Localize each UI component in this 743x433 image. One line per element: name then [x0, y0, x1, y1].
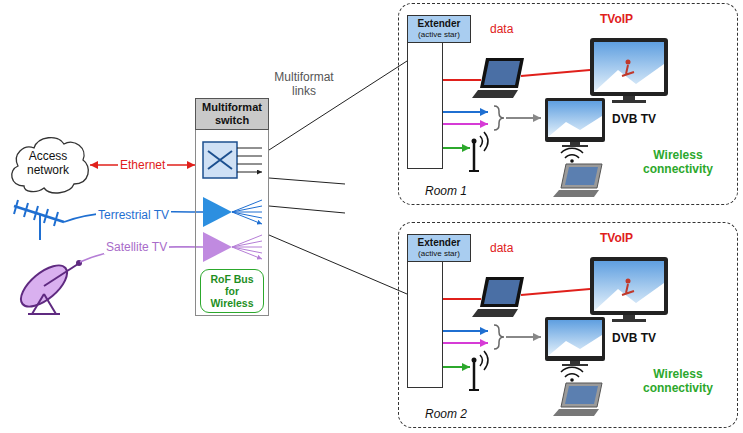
satellite-amplifier	[232, 235, 262, 259]
extender-label: Extender	[409, 18, 469, 30]
extender-label: (active star)	[409, 30, 469, 39]
device-label: TVoIP	[600, 12, 633, 26]
link-label: Ethernet	[118, 158, 167, 172]
satellite-amplifier	[203, 232, 232, 262]
room-region: Room 2 Extender(active star)	[398, 222, 738, 428]
network-cloud: Access network	[6, 128, 90, 198]
device-label: Wireless connectivity	[632, 367, 724, 395]
network-cloud-label: Access network	[18, 149, 78, 177]
terrestrial-amplifier	[203, 197, 262, 227]
terrestrial-amplifier	[232, 200, 262, 224]
switch-icon	[203, 142, 237, 178]
multiformat-link	[269, 235, 407, 294]
rof-bus-box: RoF Bus for Wireless	[200, 269, 264, 313]
room-region-label: Room 2	[425, 407, 467, 421]
link-stub	[269, 178, 345, 213]
device-label: DVB TV	[612, 331, 656, 345]
switch-box-label: Multiformat switch	[195, 98, 269, 130]
tv-antenna	[14, 200, 58, 226]
device-label: TVoIP	[600, 231, 633, 245]
switch-icon	[208, 151, 232, 169]
device-label: data	[490, 241, 513, 255]
satellite-dish	[44, 264, 78, 286]
satellite-dish	[28, 294, 60, 314]
device-label: Wireless connectivity	[632, 148, 724, 176]
device-label: data	[490, 22, 513, 36]
tv-antenna	[39, 214, 41, 240]
extender-label: Extender	[409, 237, 469, 249]
extender-header: Extender(active star)	[407, 234, 471, 262]
link-label: Multiformat links	[272, 70, 336, 98]
switch-icon	[203, 142, 262, 178]
extender-body	[407, 262, 443, 388]
extender-label: (active star)	[409, 249, 469, 258]
room-region-label: Room 1	[425, 184, 467, 198]
extender-box: Extender(active star)	[407, 234, 471, 388]
signal-label: Terrestrial TV	[96, 208, 171, 222]
room-equipment	[442, 257, 668, 416]
switch-icon	[237, 148, 262, 172]
tv-antenna	[14, 200, 64, 240]
extender-box: Extender(active star)	[407, 15, 471, 169]
rof-bus-box-label: RoF Bus for Wireless	[201, 273, 263, 309]
cloud-outline	[12, 138, 89, 193]
device-label: DVB TV	[612, 112, 656, 126]
satellite-amplifier	[203, 232, 262, 262]
multiformat-link	[269, 61, 407, 150]
terrestrial-amplifier	[203, 197, 232, 227]
room-equipment	[442, 38, 668, 197]
switch-box: Multiformat switchRoF Bus for Wireless	[195, 98, 269, 316]
signal-label: Satellite TV	[104, 240, 169, 254]
satellite-dish	[14, 258, 82, 314]
extender-header: Extender(active star)	[407, 15, 471, 43]
extender-body	[407, 43, 443, 169]
